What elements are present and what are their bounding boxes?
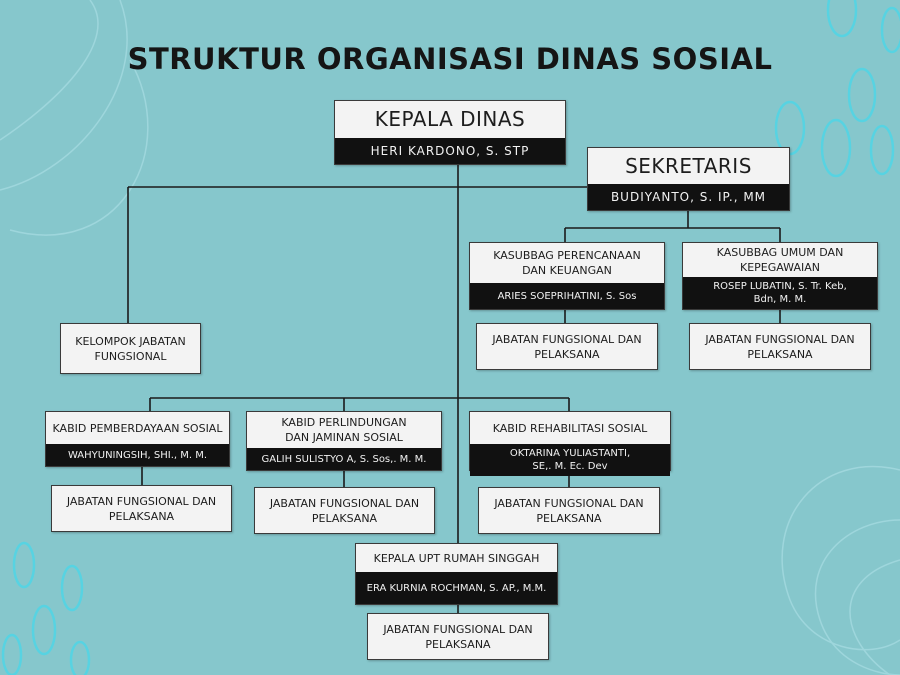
kelompok-jabatan-title: KELOMPOK JABATAN FUNGSIONAL (75, 334, 186, 363)
jabatan-fungsional-label: JABATAN FUNGSIONAL DAN PELAKSANA (383, 622, 533, 651)
jabatan-fungsional-label: JABATAN FUNGSIONAL DAN PELAKSANA (269, 496, 420, 525)
sekretaris-name: BUDIYANTO, S. IP., MM (588, 184, 789, 210)
jabatan-fungsional-label: JABATAN FUNGSIONAL DAN PELAKSANA (705, 332, 855, 361)
kepala-dinas-name: HERI KARDONO, S. STP (335, 138, 565, 164)
kabid-rehabilitasi-title: KABID REHABILITASI SOSIAL (492, 421, 648, 435)
kasubbag-umum-box: KASUBBAG UMUM DAN KEPEGAWAIAN ROSEP LUBA… (682, 242, 878, 310)
kabid-rehabilitasi-box: KABID REHABILITASI SOSIAL OKTARINA YULIA… (469, 411, 671, 476)
kabid-rehabilitasi-name: OKTARINA YULIASTANTI, SE,. M. Ec. Dev (470, 444, 670, 476)
jabatan-fungsional-upt-box: JABATAN FUNGSIONAL DAN PELAKSANA (367, 613, 549, 660)
page-title: STRUKTUR ORGANISASI DINAS SOSIAL (127, 42, 773, 76)
kabid-perlindungan-title: KABID PERLINDUNGAN DAN JAMINAN SOSIAL (281, 416, 407, 444)
jabatan-fungsional-umum-box: JABATAN FUNGSIONAL DAN PELAKSANA (689, 323, 871, 370)
kasubbag-perencanaan-name: ARIES SOEPRIHATINI, S. Sos (470, 283, 664, 309)
sekretaris-title: SEKRETARIS (625, 153, 752, 178)
jabatan-fungsional-label: JABATAN FUNGSIONAL DAN PELAKSANA (492, 332, 642, 361)
kasubbag-perencanaan-box: KASUBBAG PERENCANAAN DAN KEUANGAN ARIES … (469, 242, 665, 310)
kabid-pemberdayaan-name: WAHYUNINGSIH, SHI., M. M. (46, 444, 229, 466)
kepala-dinas-title: KEPALA DINAS (374, 107, 526, 131)
jabatan-fungsional-pemberdayaan-box: JABATAN FUNGSIONAL DAN PELAKSANA (51, 485, 232, 532)
kabid-pemberdayaan-box: KABID PEMBERDAYAAN SOSIAL WAHYUNINGSIH, … (45, 411, 230, 467)
sekretaris-box: SEKRETARIS BUDIYANTO, S. IP., MM (587, 147, 790, 211)
kabid-perlindungan-box: KABID PERLINDUNGAN DAN JAMINAN SOSIAL GA… (246, 411, 442, 471)
jabatan-fungsional-label: JABATAN FUNGSIONAL DAN PELAKSANA (494, 496, 644, 525)
kasubbag-perencanaan-title: KASUBBAG PERENCANAAN DAN KEUANGAN (493, 249, 641, 277)
kabid-perlindungan-name: GALIH SULISTYO A, S. Sos,. M. M. (247, 448, 441, 470)
kepala-dinas-box: KEPALA DINAS HERI KARDONO, S. STP (334, 100, 566, 165)
kasubbag-umum-title: KASUBBAG UMUM DAN KEPEGAWAIAN (716, 246, 844, 274)
kabid-pemberdayaan-title: KABID PEMBERDAYAAN SOSIAL (52, 421, 223, 435)
jabatan-fungsional-label: JABATAN FUNGSIONAL DAN PELAKSANA (66, 494, 217, 523)
kelompok-jabatan-box: KELOMPOK JABATAN FUNGSIONAL (60, 323, 201, 374)
jabatan-fungsional-perlindungan-box: JABATAN FUNGSIONAL DAN PELAKSANA (254, 487, 435, 534)
kepala-upt-title: KEPALA UPT RUMAH SINGGAH (373, 551, 540, 565)
kepala-upt-name: ERA KURNIA ROCHMAN, S. AP., M.M. (356, 572, 557, 604)
jabatan-fungsional-rehabilitasi-box: JABATAN FUNGSIONAL DAN PELAKSANA (478, 487, 660, 534)
kepala-upt-box: KEPALA UPT RUMAH SINGGAH ERA KURNIA ROCH… (355, 543, 558, 605)
jabatan-fungsional-perencanaan-box: JABATAN FUNGSIONAL DAN PELAKSANA (476, 323, 658, 370)
kasubbag-umum-name: ROSEP LUBATIN, S. Tr. Keb, Bdn, M. M. (683, 277, 877, 309)
